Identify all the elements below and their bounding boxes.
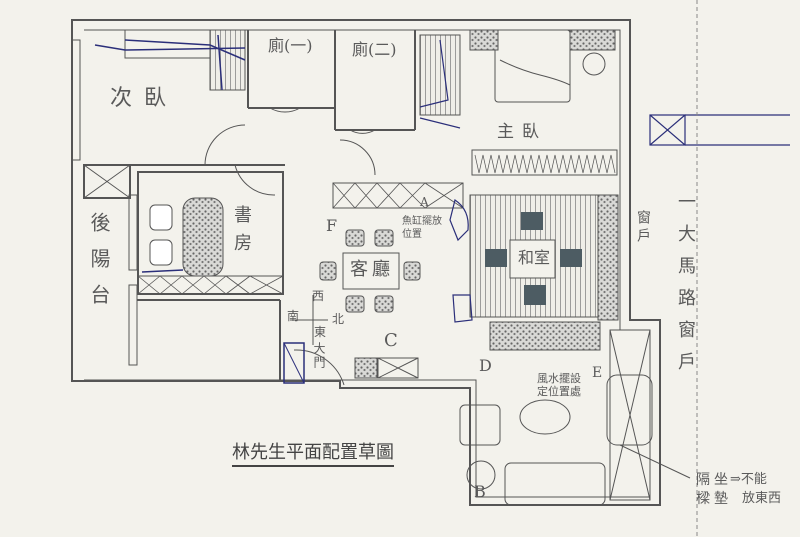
compass-west: 西 (312, 289, 325, 303)
point-f-label: F (326, 216, 338, 235)
toilet-2-label: 廁(二) (352, 40, 397, 59)
study-label: 書房 (231, 205, 252, 261)
compass-south: 南 (287, 309, 300, 323)
main-road-window-label: 一大馬路窗戶 (675, 192, 696, 384)
sitting-note-line2: 樑墊 (696, 491, 732, 507)
sitting-note-line3: 放東西 (742, 491, 782, 506)
tatami-room-label: 和室 (518, 248, 551, 267)
point-b-label: B (474, 482, 486, 501)
master-bedroom-label: 主臥 (497, 122, 547, 142)
toilet-1-label: 廁(一) (268, 36, 313, 55)
sitting-note-arrow: ⇒不能 (730, 472, 767, 487)
compass-north: 北 (332, 312, 345, 326)
point-e-label: E (592, 365, 603, 381)
point-a-label: A (420, 195, 429, 209)
point-d-label: D (479, 356, 492, 375)
fish-tank-note: 魚缸擺放位置 (402, 216, 442, 240)
drawing-title: 林先生平面配置草圖 (232, 438, 394, 467)
compass-east: 東 (314, 325, 327, 339)
point-c-label: C (384, 330, 398, 351)
sitting-note-line1: 隔坐 (696, 472, 732, 488)
main-door-label: 大門 (312, 342, 326, 370)
back-balcony-label: 後陽台 (87, 212, 111, 320)
outer-wall (71, 19, 661, 506)
second-bedroom-label: 次臥 (110, 86, 179, 111)
living-room-label: 客廳 (350, 259, 394, 280)
fengshui-note: 風水擺設定位置處 (537, 372, 581, 398)
window-right-label: 窗戶 (635, 210, 651, 246)
